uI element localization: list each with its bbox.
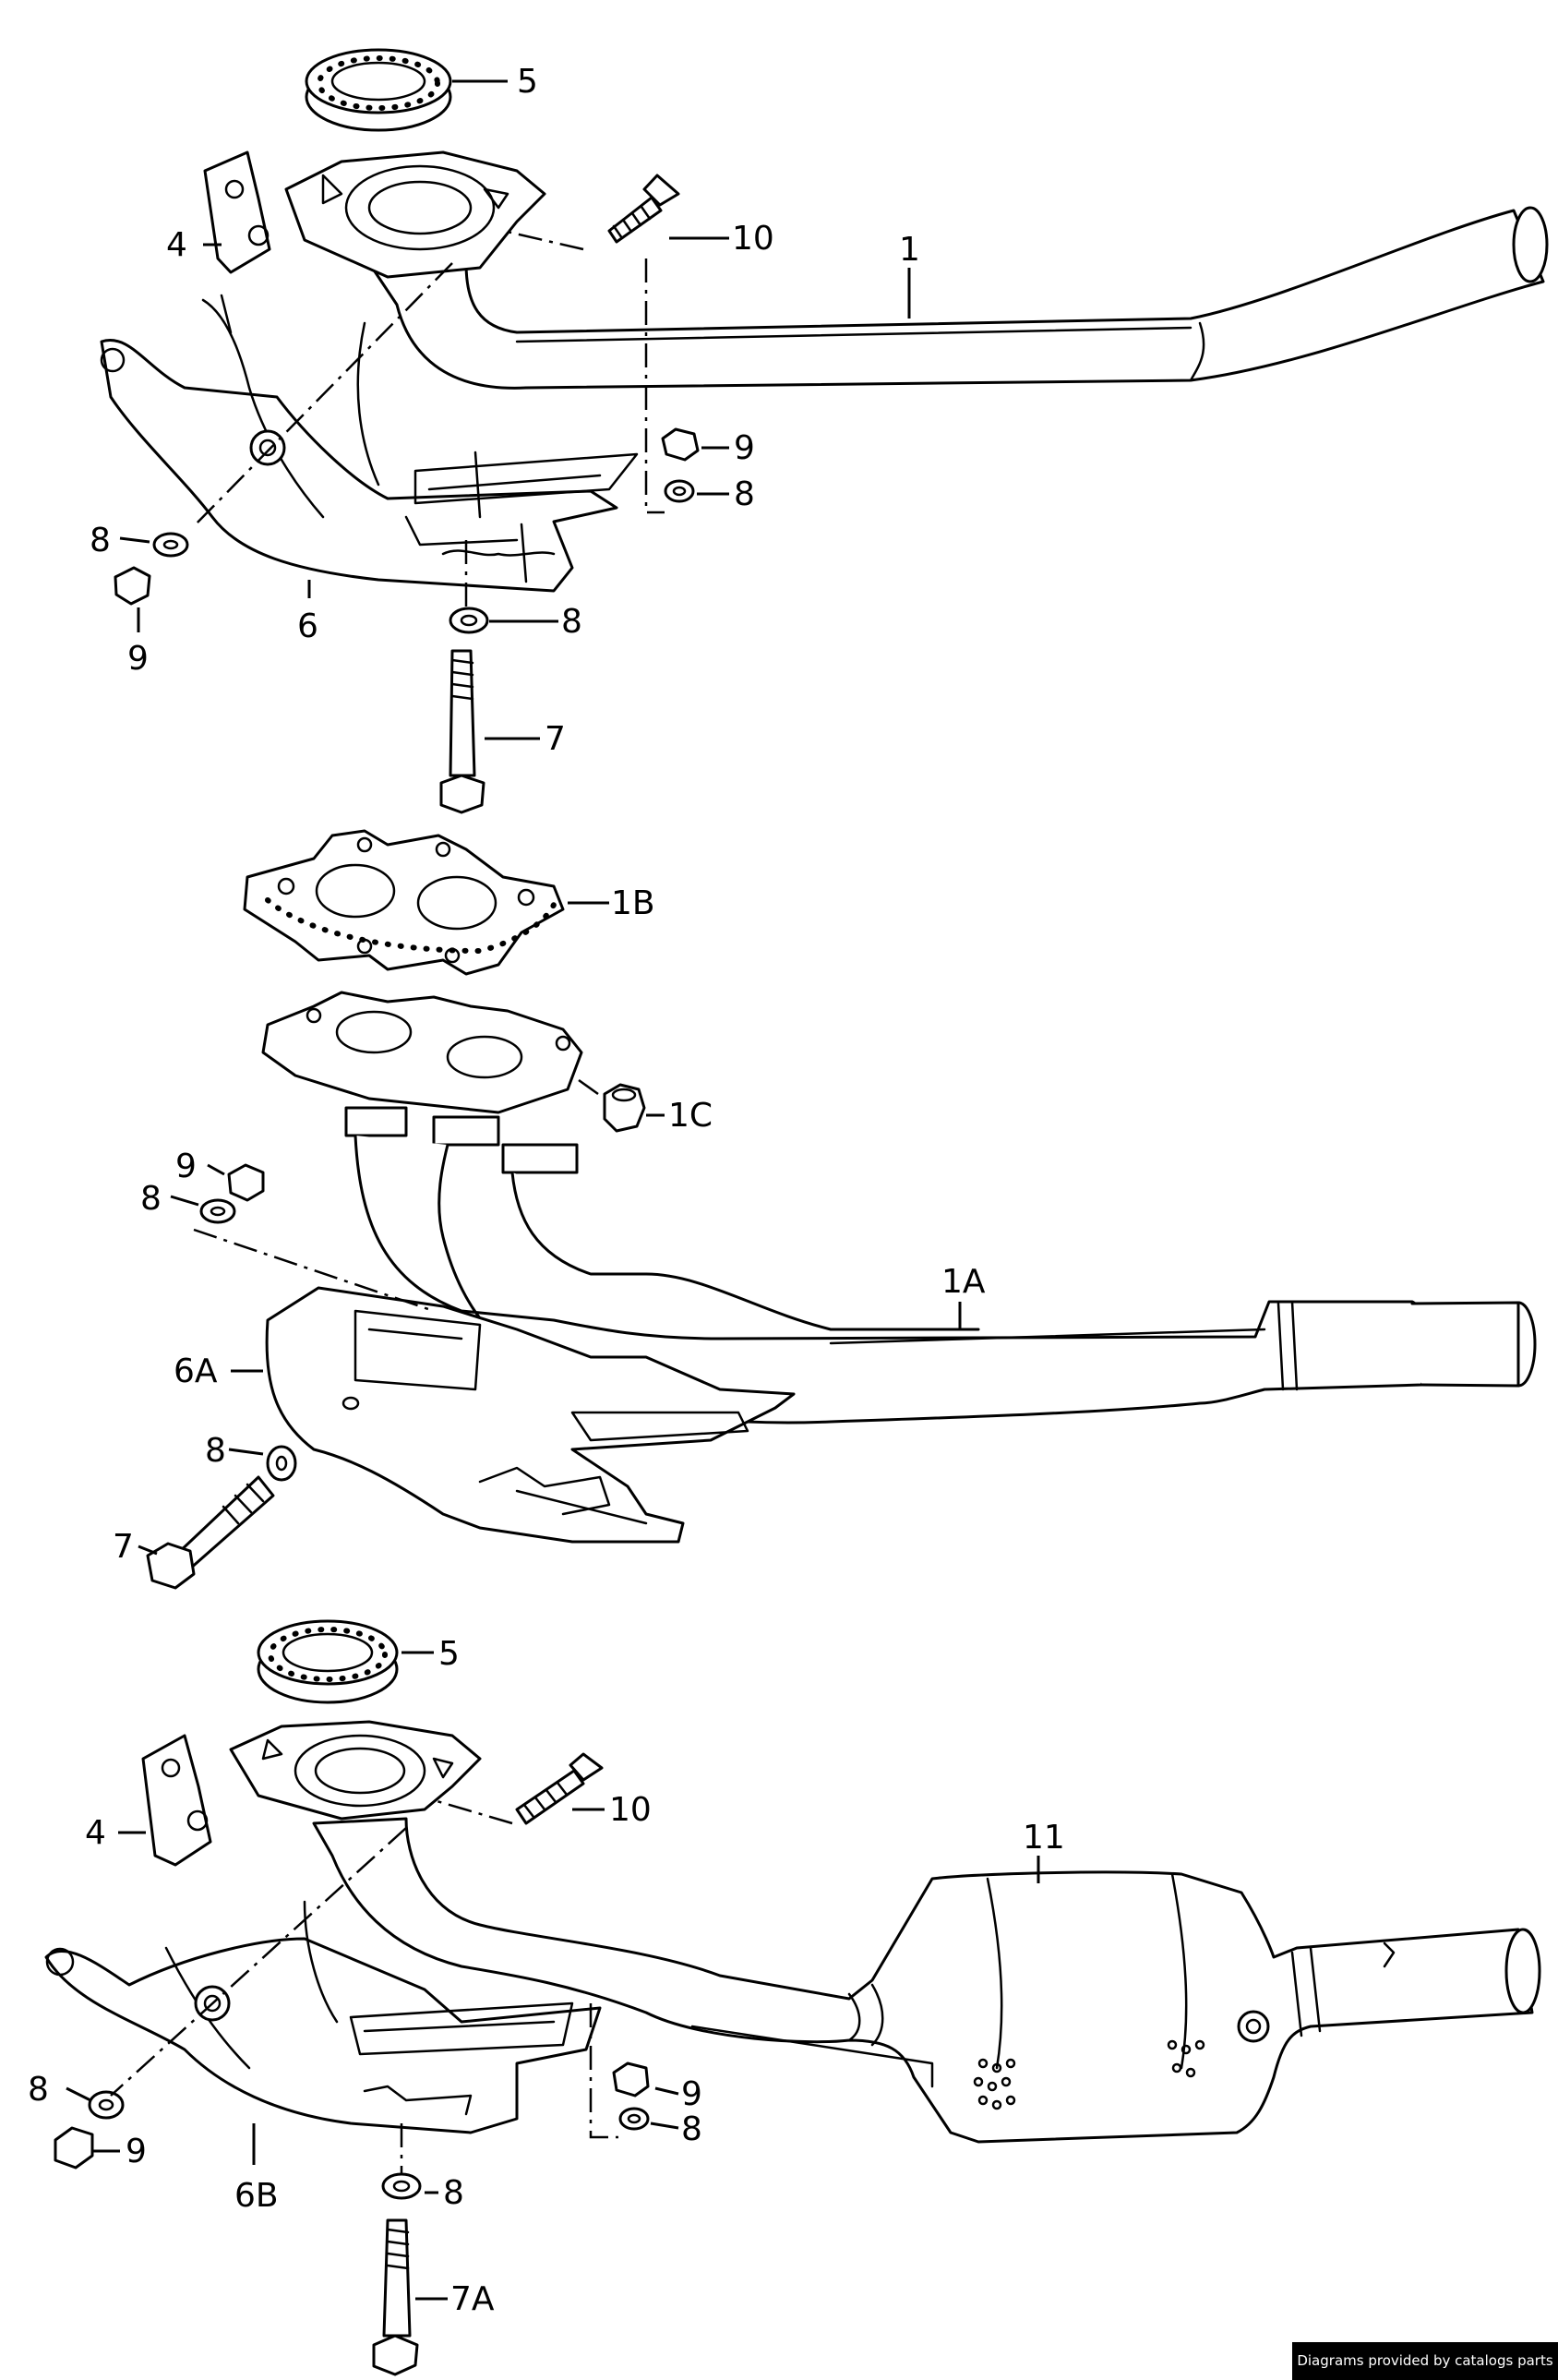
bottom-assembly [44,1619,1541,2376]
nut-washer-top-left [114,532,189,606]
nut-washer-bottom-left [54,2090,125,2170]
bracket-top [203,150,271,274]
bolt-10-top [607,174,680,244]
callout-1: 1 [899,231,920,269]
callout-6A: 6A [174,1352,218,1390]
nut-1C [603,1083,646,1133]
callout-9-top-right: 9 [734,429,755,467]
callout-4-bottom: 4 [85,1814,106,1852]
callout-5-top: 5 [517,63,538,101]
flange-bottom [229,1720,482,1821]
washer-bolt-middle [146,1445,297,1590]
converter-vents [973,2039,1205,2110]
callout-labels: 5 4 10 1 9 8 8 9 6 8 7 1B 1C 9 8 1A 6A 8… [28,63,1065,2318]
callout-9-top-left: 9 [127,640,149,678]
nut-washer-middle [199,1163,265,1224]
callout-8-top-center: 8 [561,603,582,641]
top-assembly [100,48,1549,814]
nut-washer-top-right [661,427,700,503]
callout-11: 11 [1023,1819,1065,1857]
callout-8-middle-bottom: 8 [205,1432,226,1470]
pipe-with-converter-11 [44,1817,1541,2144]
callout-5-bottom: 5 [438,1635,460,1673]
bracket-bottom [141,1734,212,1867]
gasket-1B [243,829,565,976]
callout-8-bottom-left: 8 [28,2071,49,2109]
washer-stud-bottom [372,2172,422,2376]
sealing-ring-top [305,48,452,132]
bolt-10-bottom [515,1752,604,1825]
callout-1B: 1B [611,884,655,922]
sealing-ring-bottom [257,1619,399,1704]
nut-washer-bottom-right [612,2061,650,2131]
callout-8-top-right: 8 [734,475,755,513]
front-pipe-1 [100,150,1549,593]
callout-1A: 1A [941,1263,986,1301]
callout-7A: 7A [450,2280,495,2318]
callout-8-middle-top: 8 [140,1180,162,1218]
callout-9-bottom-right: 9 [681,2075,702,2113]
callout-10-bottom: 10 [609,1791,652,1829]
callout-8-bottom-right: 8 [681,2110,702,2148]
front-pipe-1A [261,991,1537,1544]
callout-6: 6 [297,607,318,645]
callout-6B: 6B [234,2177,279,2215]
callout-8-top-left: 8 [90,522,111,559]
footer-credit: Diagrams provided by catalogs parts [1292,2342,1558,2380]
callout-9-middle: 9 [175,1148,197,1185]
washer-stud-top [439,607,489,814]
middle-assembly [138,829,1537,1590]
callout-8-bottom-center: 8 [443,2174,464,2212]
callout-7-middle: 7 [113,1528,134,1566]
callout-10-top: 10 [732,220,774,258]
callout-7-top: 7 [545,720,566,758]
callout-9-bottom-left: 9 [126,2133,147,2170]
callout-1C: 1C [668,1097,713,1135]
callout-4-top: 4 [166,226,187,264]
